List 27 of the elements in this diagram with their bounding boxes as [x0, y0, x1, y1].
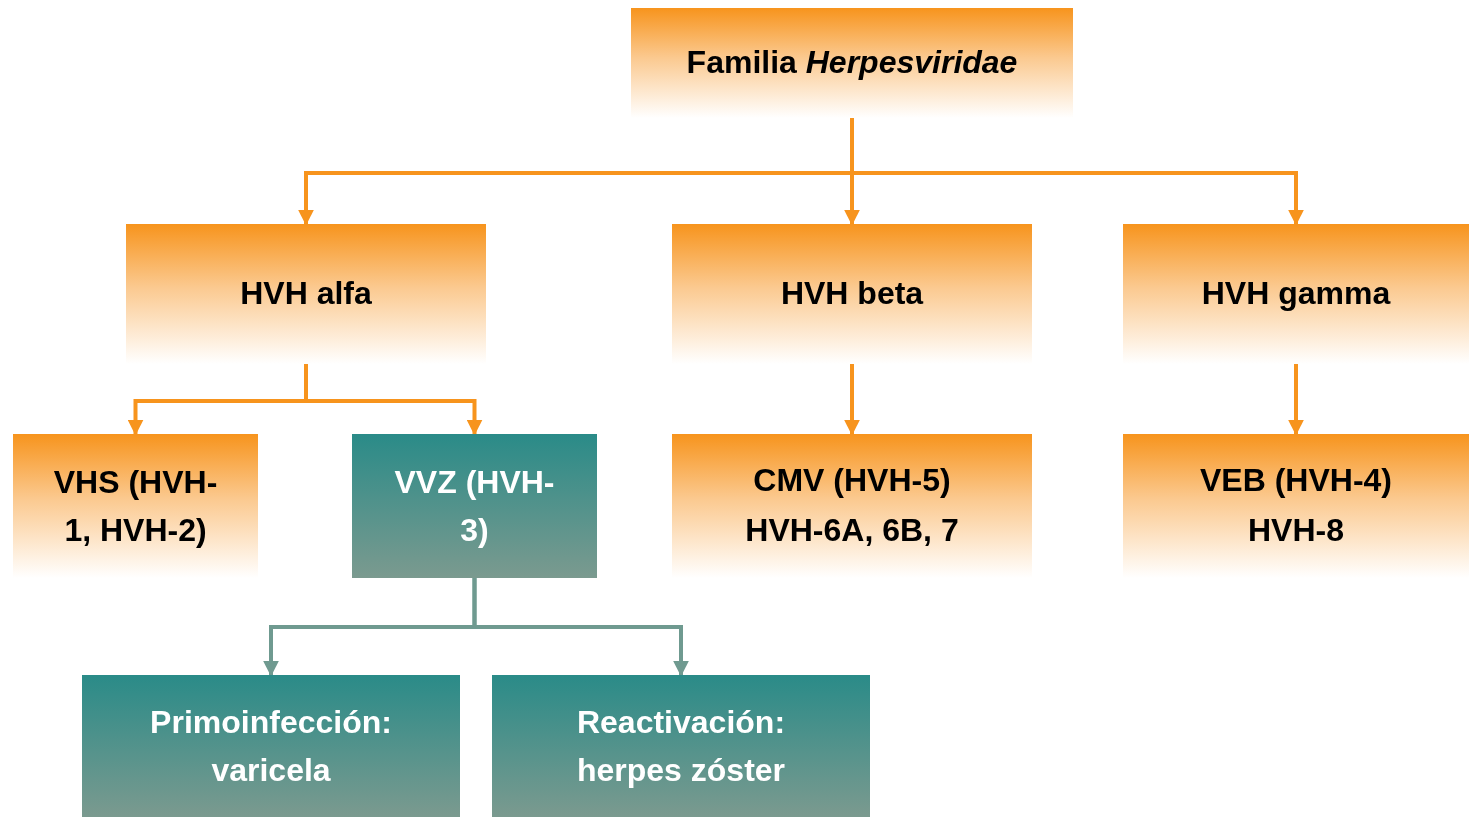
- node-label: HVH gamma: [1201, 274, 1391, 314]
- node-label: Reactivación: herpes zóster: [575, 703, 787, 790]
- node-label: Familia Herpesviridae: [686, 43, 1018, 83]
- category-box: [82, 675, 460, 817]
- category-box: [126, 224, 486, 364]
- category-box: [672, 434, 1032, 578]
- node-label: HVH-6A, 6B, 7: [745, 511, 959, 550]
- category-box: [631, 8, 1073, 118]
- category-box: [672, 224, 1032, 364]
- node-label: VHS (HVH-1, HVH-2): [52, 463, 219, 550]
- node-label: Primoinfección: varicela: [149, 703, 393, 790]
- connector-arrow: [844, 364, 860, 436]
- node-label: VVZ (HVH-3): [393, 463, 556, 550]
- category-box: [1123, 224, 1469, 364]
- connector-arrow: [472, 578, 689, 677]
- node-label: HVH-8: [1248, 511, 1344, 550]
- connector-arrow: [850, 118, 1304, 226]
- category-box: [13, 434, 258, 578]
- connector-arrow: [1288, 364, 1304, 436]
- category-box: [492, 675, 870, 817]
- category-box: [1123, 434, 1469, 578]
- node-label: VEB (HVH-4): [1200, 461, 1392, 501]
- node-label: HVH beta: [780, 274, 924, 314]
- node-label: CMV (HVH-5): [753, 461, 951, 501]
- node-label: HVH alfa: [240, 274, 372, 314]
- category-box: [352, 434, 597, 578]
- connector-arrow: [304, 364, 483, 436]
